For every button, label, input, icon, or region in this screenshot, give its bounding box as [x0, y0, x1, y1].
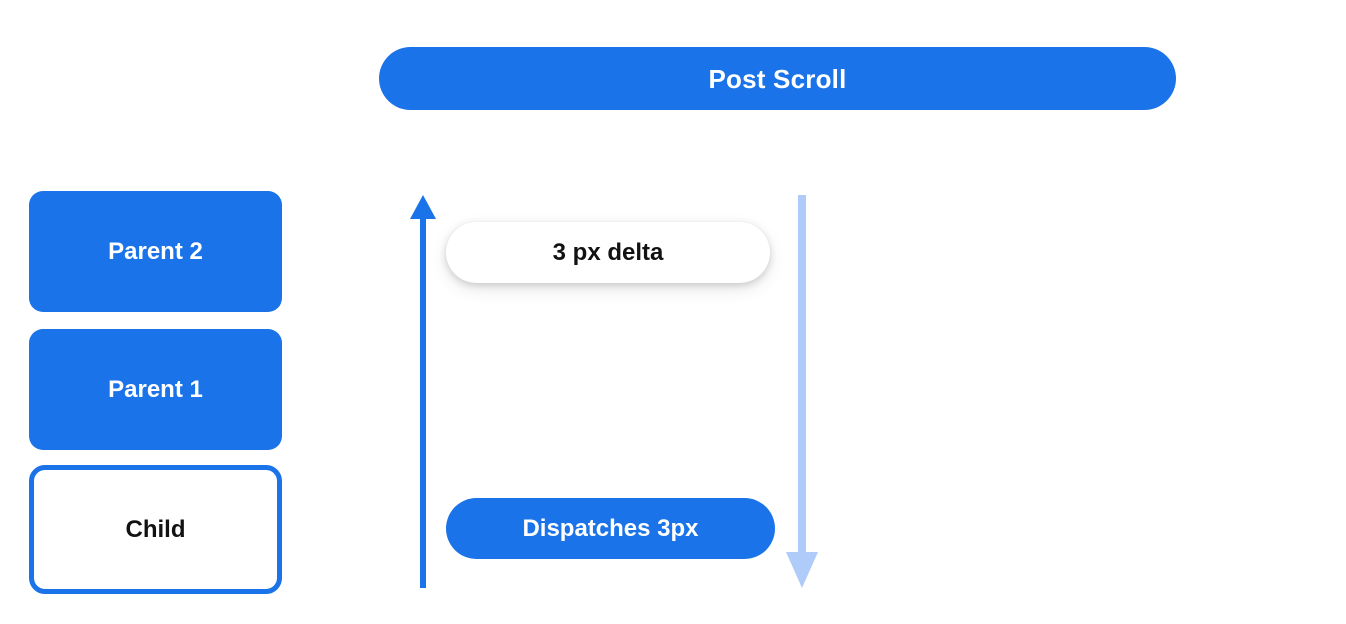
dispatch-pill-label: Dispatches 3px: [522, 514, 699, 542]
node-child: Child: [29, 465, 282, 594]
node-parent-2-label: Parent 2: [108, 237, 203, 265]
dispatch-pill: Dispatches 3px: [446, 498, 775, 559]
post-scroll-banner-label: Post Scroll: [708, 63, 847, 94]
post-scroll-banner: Post Scroll: [379, 47, 1176, 110]
node-parent-1: Parent 1: [29, 329, 282, 450]
scroll-down-arrow-icon: [786, 195, 818, 588]
node-parent-2: Parent 2: [29, 191, 282, 312]
node-parent-1-label: Parent 1: [108, 375, 203, 403]
node-child-label: Child: [125, 515, 186, 543]
scroll-up-arrow-icon: [410, 195, 436, 588]
delta-pill-label: 3 px delta: [552, 238, 664, 266]
delta-pill: 3 px delta: [446, 222, 770, 283]
